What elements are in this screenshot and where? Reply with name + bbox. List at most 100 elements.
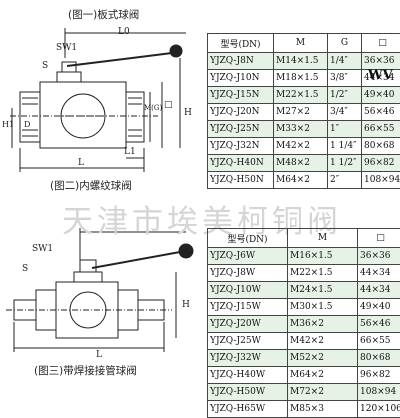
table-cell: YJZQ-J32W — [208, 350, 288, 367]
label-L0-fig1: L0 — [118, 27, 130, 37]
table-cell: 96×82 — [362, 155, 400, 172]
label-D-fig1: D — [24, 120, 30, 129]
table-header-cell: □ — [358, 229, 400, 248]
table-cell: M48×2 — [274, 155, 328, 172]
table-cell: M16×1.5 — [288, 248, 358, 265]
table-cell: M22×1.5 — [288, 265, 358, 282]
label-L-fig1: L — [78, 158, 84, 168]
label-SW1-fig1: SW1 — [56, 43, 77, 53]
table-cell: YJZQ-J8W — [208, 265, 288, 282]
table-cell: YJZQ-H40W — [208, 367, 288, 384]
table-cell: YJZQ-H65W — [208, 401, 288, 418]
table-cell: M18×1.5 — [274, 70, 328, 87]
table-cell: YJZQ-J15N — [208, 87, 274, 104]
corner-text: WV — [368, 68, 393, 83]
table-cell: M22×1.5 — [274, 87, 328, 104]
table-header-cell: M — [274, 34, 328, 53]
table-cell: YJZQ-J15W — [208, 299, 288, 316]
table-cell: 80×68 — [358, 350, 400, 367]
table-cell: 120×106 — [358, 401, 400, 418]
label-H-fig2: H — [182, 300, 190, 310]
table-cell: 1″ — [328, 121, 362, 138]
table-cell: YJZQ-J20W — [208, 316, 288, 333]
table-cell: 49×40 — [362, 87, 400, 104]
table-cell: M64×2 — [288, 367, 358, 384]
table-header-row: 型号(DN) M G □ — [208, 34, 400, 53]
table-cell: YJZQ-J10N — [208, 70, 274, 87]
table-cell: 36×36 — [362, 53, 400, 70]
table-cell: M14×1.5 — [274, 53, 328, 70]
table-cell: 108×94 — [358, 384, 400, 401]
table-cell: M42×2 — [274, 138, 328, 155]
table-cell: M72×2 — [288, 384, 358, 401]
label-SW1-fig2: SW1 — [32, 244, 53, 254]
table-cell: 1 1/2″ — [328, 155, 362, 172]
table-cell: 66×55 — [362, 121, 400, 138]
table-cell: 36×36 — [358, 248, 400, 265]
table-cell: YJZQ-J8N — [208, 53, 274, 70]
table-cell: YJZQ-J20N — [208, 104, 274, 121]
table-cell: M36×2 — [288, 316, 358, 333]
table-cell: M64×2 — [274, 172, 328, 189]
table-header-row: 型号(DN) M □ — [208, 229, 400, 248]
table-cell: 49×40 — [358, 299, 400, 316]
table-cell: M30×1.5 — [288, 299, 358, 316]
table-cell: 66×55 — [358, 333, 400, 350]
table-cell: YJZQ-J32N — [208, 138, 274, 155]
table-cell: YJZQ-H40N — [208, 155, 274, 172]
table-cell: 108×94 — [362, 172, 400, 189]
table-header-cell: □ — [362, 34, 400, 53]
table-cell: 3/4″ — [328, 104, 362, 121]
table-header-cell: G — [328, 34, 362, 53]
table-cell: 1/2″ — [328, 87, 362, 104]
label-MG-fig1: M(G) — [144, 104, 162, 112]
table-cell: YJZQ-H50N — [208, 172, 274, 189]
table-cell: 96×82 — [358, 367, 400, 384]
table-cell: M42×2 — [288, 333, 358, 350]
label-L1-fig1: L1 — [124, 147, 136, 157]
table-cell: 44×34 — [358, 282, 400, 299]
table-cell: M27×2 — [274, 104, 328, 121]
table-cell: M85×3 — [288, 401, 358, 418]
table-cell: M24×1.5 — [288, 282, 358, 299]
table-cell: M33×2 — [274, 121, 328, 138]
table-header-cell: 型号(DN) — [208, 34, 274, 53]
caption-fig3: (图三)带焊接接管球阀 — [34, 363, 137, 378]
table-header-cell: M — [288, 229, 358, 248]
table-header-cell: 型号(DN) — [208, 229, 288, 248]
table-cell: 2″ — [328, 172, 362, 189]
label-H1-fig1: H1 — [2, 120, 14, 129]
table-cell: 80×68 — [362, 138, 400, 155]
table-cell: 3/8″ — [328, 70, 362, 87]
table-cell: M52×2 — [288, 350, 358, 367]
table-cell: YJZQ-J25W — [208, 333, 288, 350]
table-cell: YJZQ-J10W — [208, 282, 288, 299]
table-cell: 56×46 — [358, 316, 400, 333]
table-cell: 56×46 — [362, 104, 400, 121]
table-cell: YJZQ-J6W — [208, 248, 288, 265]
table-cell: YJZQ-J25N — [208, 121, 274, 138]
table-cell: 1 1/4″ — [328, 138, 362, 155]
label-S-fig1: S — [42, 61, 48, 71]
label-S-fig2: S — [22, 264, 28, 274]
table-cell: 44×34 — [358, 265, 400, 282]
label-sq-fig1: □ — [164, 100, 173, 110]
table-cell: 1/4″ — [328, 53, 362, 70]
